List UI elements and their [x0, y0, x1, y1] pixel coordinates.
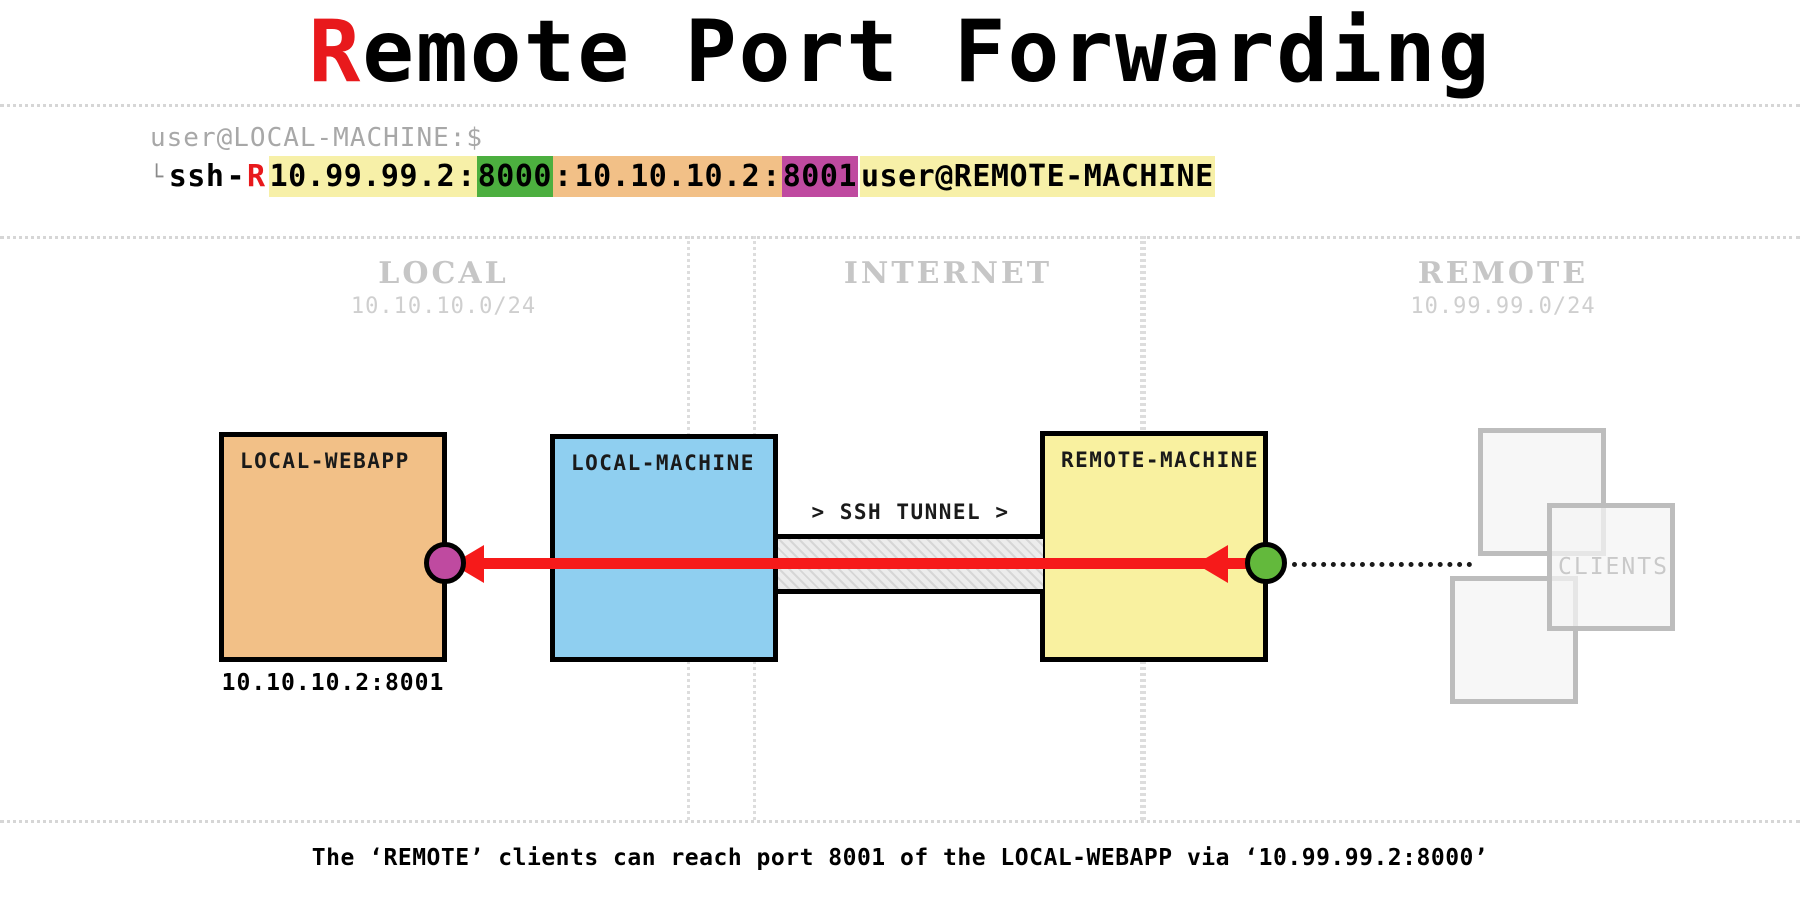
zone-remote-title: REMOTE: [1417, 256, 1589, 291]
cmd-seg-remote-port: 8000: [476, 155, 553, 198]
return-corner-icon: └: [150, 164, 164, 190]
client-connection-line: [1292, 562, 1472, 567]
clients-group: CLIENTS: [1440, 418, 1700, 704]
arrow-left-icon-2: [1196, 545, 1228, 583]
divider-under-command: [0, 236, 1800, 239]
node-remote-machine[interactable]: REMOTE-MACHINE: [1040, 431, 1268, 662]
cmd-seg-colon-3: :: [761, 155, 782, 198]
title-band: Remote Port Forwarding: [0, 0, 1800, 104]
zone-remote: REMOTE 10.99.99.0/24: [1143, 236, 1800, 820]
node-remote-machine-label: REMOTE-MACHINE: [1061, 448, 1260, 472]
port-node-remote-machine[interactable]: [1245, 542, 1287, 584]
node-local-webapp[interactable]: LOCAL-WEBAPP: [219, 432, 447, 662]
ssh-tunnel-label: > SSH TUNNEL >: [811, 500, 1010, 524]
zone-internet-title: INTERNET: [843, 256, 1053, 291]
footer-note: The ‘REMOTE’ clients can reach port 8001…: [311, 845, 1489, 871]
page-title: Remote Port Forwarding: [308, 9, 1491, 95]
zone-local-title: LOCAL: [378, 256, 509, 291]
cmd-seg-ssh: ssh: [168, 158, 225, 194]
zone-local-subnet: 10.10.10.0/24: [350, 294, 537, 319]
cmd-seg-dash: -: [226, 158, 245, 194]
cmd-seg-local-host: 10.10.10.2: [573, 155, 762, 198]
cmd-seg-colon-2: :: [553, 155, 574, 198]
command-block: user@LOCAL-MACHINE:$ └ssh -R 10.99.99.2:…: [150, 123, 1710, 198]
client-square: [1547, 503, 1675, 631]
divider-bottom: [0, 820, 1800, 823]
title-rest: emote Port Forwarding: [362, 2, 1492, 102]
node-local-machine-label: LOCAL-MACHINE: [571, 451, 755, 475]
zone-remote-subnet: 10.99.99.0/24: [1410, 294, 1596, 319]
clients-label: CLIENTS: [1558, 554, 1669, 580]
port-node-local-webapp[interactable]: [424, 542, 466, 584]
node-local-webapp-label: LOCAL-WEBAPP: [240, 449, 410, 473]
traffic-flow-line: [452, 558, 1252, 569]
divider-under-title: [0, 104, 1800, 107]
cmd-seg-colon-1: :: [456, 155, 477, 198]
command-line[interactable]: └ssh -R 10.99.99.2:8000:10.10.10.2:8001 …: [150, 155, 1710, 198]
title-accent-letter: R: [308, 2, 363, 102]
cmd-seg-local-port: 8001: [781, 155, 858, 198]
cmd-seg-ssh-target: user@REMOTE-MACHINE: [860, 155, 1215, 198]
cmd-seg-bind-address: 10.99.99.2: [268, 155, 457, 198]
shell-prompt: user@LOCAL-MACHINE:$: [150, 123, 484, 153]
local-webapp-address: 10.10.10.2:8001: [221, 670, 445, 696]
node-local-machine[interactable]: LOCAL-MACHINE: [550, 434, 778, 662]
cmd-seg-flag-R: R: [247, 158, 266, 194]
